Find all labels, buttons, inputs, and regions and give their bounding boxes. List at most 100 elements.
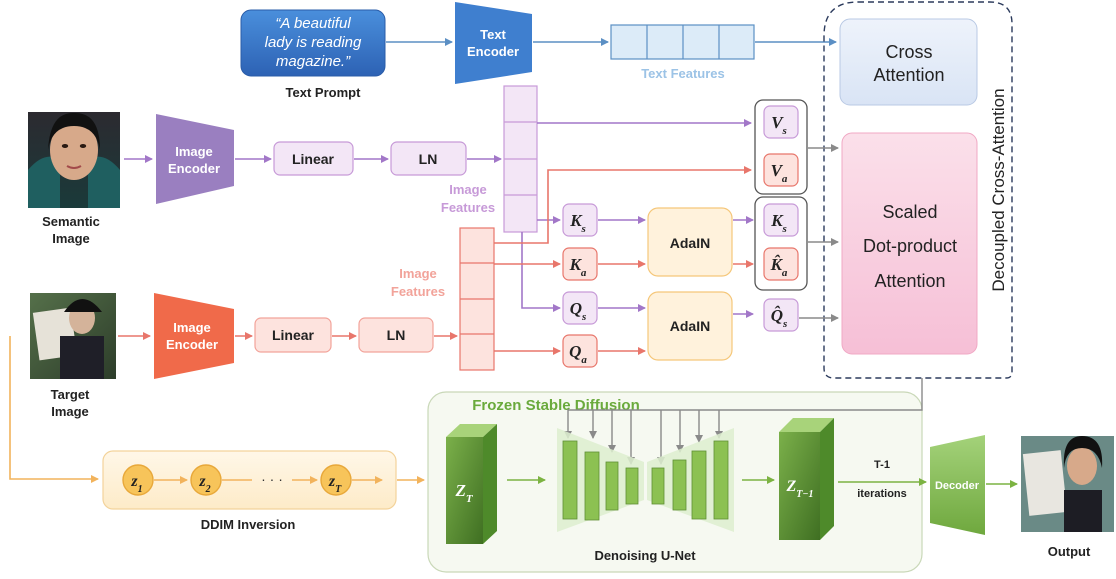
cross-attention-block: Cross Attention	[839, 18, 978, 106]
latent-z1: z1	[122, 464, 154, 496]
token-qs-hat: Q̂s	[763, 298, 799, 332]
target-image-caption-1: Target	[51, 387, 90, 402]
scaled-dot-product-attention-block: Scaled Dot-product Attention	[841, 132, 978, 355]
svg-text:Qs: Qs	[570, 299, 587, 323]
frozen-stable-diffusion-title: Frozen Stable Diffusion	[472, 397, 640, 414]
text-encoder-line-2: Encoder	[467, 44, 519, 59]
svg-text:Ka: Ka	[569, 255, 587, 279]
text-encoder: Text Encoder	[455, 2, 532, 84]
semantic-image-feature-tokens	[503, 85, 538, 233]
target-encoder-line-1: Image	[173, 320, 211, 335]
semantic-encoder-line-2: Encoder	[168, 161, 220, 176]
latent-z2: z2	[190, 464, 222, 496]
semantic-ln: LN	[390, 141, 467, 176]
semantic-image-caption-1: Semantic	[42, 214, 100, 229]
prompt-line-3: magazine.”	[276, 53, 351, 70]
text-prompt-caption: Text Prompt	[286, 85, 362, 100]
ZT-base: Z	[454, 481, 465, 500]
target-features-caption-1: Image	[399, 266, 437, 281]
token-ka-hat: K̂a	[763, 247, 799, 281]
ZT1-sub: T−1	[796, 489, 813, 500]
token-ka-base: K	[569, 255, 583, 274]
token-ka-hat-sub: a	[782, 267, 788, 279]
token-qa: Qa	[562, 334, 598, 368]
cross-attention-line-2: Attention	[873, 65, 944, 85]
token-ks-out-base: K	[770, 211, 784, 230]
token-qa-base: Q	[569, 342, 581, 361]
decoder-block: Decoder	[930, 435, 985, 535]
arrow-attention-to-unet	[564, 378, 923, 439]
target-ln: LN	[358, 317, 434, 353]
semantic-image-encoder: Image Encoder	[156, 114, 234, 204]
output-image	[1021, 436, 1114, 532]
token-ks-sub: s	[581, 223, 586, 235]
token-va-base: V	[771, 161, 784, 180]
ZT1-base: Z	[786, 478, 797, 495]
latent-z1-sub: 1	[138, 484, 143, 495]
arrow-target-features-to-va	[494, 166, 752, 244]
token-ks-base: K	[569, 211, 583, 230]
target-features-caption-2: Features	[391, 284, 445, 299]
svg-text:Va: Va	[771, 161, 788, 185]
text-encoder-line-1: Text	[480, 27, 506, 42]
latent-ZT-block: ZT	[446, 424, 497, 544]
svg-text:ZT−1: ZT−1	[786, 478, 814, 500]
latent-z1-base: z	[130, 473, 138, 490]
scaled-attention-line-2: Dot-product	[863, 236, 957, 256]
token-qs-base: Q	[570, 299, 582, 318]
token-vs: Vs	[763, 105, 799, 139]
latent-zT-sub: T	[335, 484, 342, 495]
token-ka-hat-base: K̂	[770, 255, 784, 274]
svg-text:zT: zT	[328, 473, 342, 495]
token-ka: Ka	[562, 247, 598, 281]
semantic-encoder-line-1: Image	[175, 144, 213, 159]
token-qa-sub: a	[581, 354, 587, 366]
target-image-caption-2: Image	[51, 404, 89, 419]
token-ks-out-sub: s	[782, 223, 787, 235]
semantic-image	[28, 112, 120, 208]
token-vs-base: V	[771, 113, 784, 132]
latent-ZT1-block: ZT−1	[779, 418, 834, 540]
svg-text:K̂a: K̂a	[770, 255, 788, 279]
arrow-semantic-features-to-qs	[521, 232, 561, 312]
arrow-target-to-ddim	[9, 336, 99, 483]
iterations-line-2: iterations	[857, 488, 907, 500]
denoising-unet	[557, 428, 734, 532]
cross-attention-line-1: Cross	[885, 42, 932, 62]
token-va-sub: a	[782, 173, 788, 185]
semantic-linear-label: Linear	[292, 151, 335, 167]
denoising-unet-caption: Denoising U-Net	[594, 548, 696, 563]
target-encoder-line-2: Encoder	[166, 337, 218, 352]
target-image-feature-tokens	[459, 227, 495, 371]
prompt-line-1: “A beautiful	[275, 15, 351, 32]
target-linear: Linear	[254, 317, 332, 353]
decoder-label: Decoder	[935, 480, 980, 492]
svg-text:Ks: Ks	[569, 211, 586, 235]
latent-z2-base: z	[198, 473, 206, 490]
prompt-line-2: lady is reading	[265, 34, 362, 51]
svg-text:Q̂s: Q̂s	[771, 306, 788, 330]
semantic-features-caption-1: Image	[449, 182, 487, 197]
token-qs-sub: s	[581, 311, 586, 323]
svg-text:z1: z1	[130, 473, 142, 495]
text-prompt-card: “A beautiful lady is reading magazine.”	[240, 9, 386, 77]
value-group: Vs Va	[754, 99, 808, 195]
svg-text:ZT: ZT	[454, 481, 473, 505]
key-group: Ks K̂a	[754, 196, 808, 291]
decoupled-cross-attention-frame	[823, 1, 1013, 379]
semantic-image-caption-2: Image	[52, 231, 90, 246]
svg-text:Vs: Vs	[771, 113, 787, 137]
token-qs-hat-sub: s	[782, 318, 787, 330]
latent-z2-sub: 2	[205, 484, 211, 495]
token-qs: Qs	[562, 291, 598, 325]
decoupled-cross-attention-label: Decoupled Cross-Attention	[989, 88, 1008, 291]
adain-top-label: AdaIN	[670, 235, 710, 251]
adain-top: AdaIN	[647, 207, 733, 277]
token-ks: Ks	[562, 203, 598, 237]
target-ln-label: LN	[387, 327, 406, 343]
token-qs-hat-base: Q̂	[771, 306, 783, 325]
adain-bottom-label: AdaIN	[670, 318, 710, 334]
scaled-attention-line-3: Attention	[874, 271, 945, 291]
output-caption: Output	[1048, 544, 1091, 559]
